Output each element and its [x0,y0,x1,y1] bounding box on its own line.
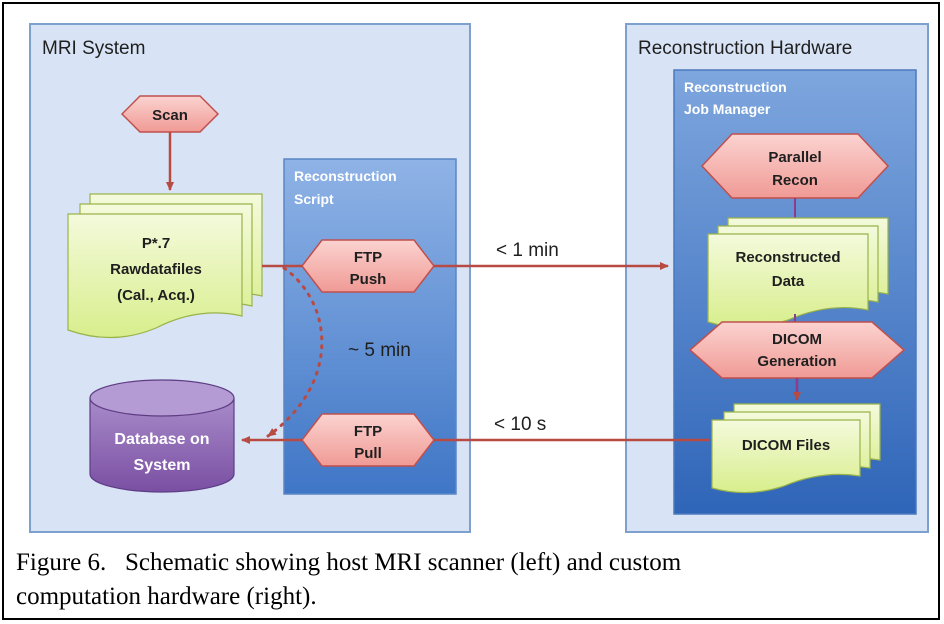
ftp-push-label-line1: FTP [354,249,382,266]
parallel-recon-label-line1: Parallel [768,149,821,166]
raw-data-files-line2: Rawdatafiles [110,261,202,278]
reconstructed-data-stack [707,217,889,329]
raw-data-files-line3: (Cal., Acq.) [117,287,195,304]
archive-dotted-arrow [266,266,324,438]
dicom-files-stack [711,403,881,494]
reconstructed-data-label-line1: Reconstructed [735,249,840,266]
raw-data-files-stack [67,193,263,339]
ftp-push-label-line2: Push [350,271,387,288]
caption-line2: computation hardware (right). [16,583,317,610]
parallel-recon-label-line2: Recon [772,172,818,189]
parallel-recon-hexagon [700,133,890,199]
database-label-line1: Database on [114,431,209,448]
database-label-line2: System [134,457,191,474]
raw-data-files-line1: P*.7 [142,235,170,252]
database-cylinder [89,379,235,493]
scan-label: Scan [152,107,188,124]
reconstruction-hardware-title: Reconstruction Hardware [638,38,852,59]
dicom-generation-label-line2: Generation [757,353,836,370]
archive-time-label: ~ 5 min [348,340,411,361]
reconstructed-data-label-line2: Data [772,273,805,290]
ftp-pull-label-line1: FTP [354,423,382,440]
reconstruction-script-title-line1: Reconstruction [294,168,397,184]
mri-system-title: MRI System [42,38,145,59]
caption-line1: Figure 6. Schematic showing host MRI sca… [16,549,682,576]
dicom-files-label: DICOM Files [742,437,830,454]
reconstruction-script-title-line2: Script [294,191,334,207]
job-manager-title-line1: Reconstruction [684,79,787,95]
figure-caption: Figure 6. Schematic showing host MRI sca… [16,546,916,614]
pull-time-label: < 10 s [494,414,546,435]
schematic-diagram: MRI System Reconstruction Hardware Recon… [29,23,929,533]
ftp-pull-label-line2: Pull [354,445,382,462]
dicom-generation-hexagon [688,321,906,379]
push-time-label: < 1 min [496,240,559,261]
dicom-generation-label-line1: DICOM [772,331,822,348]
scan-hexagon [120,95,220,133]
job-manager-title-line2: Job Manager [684,101,771,117]
